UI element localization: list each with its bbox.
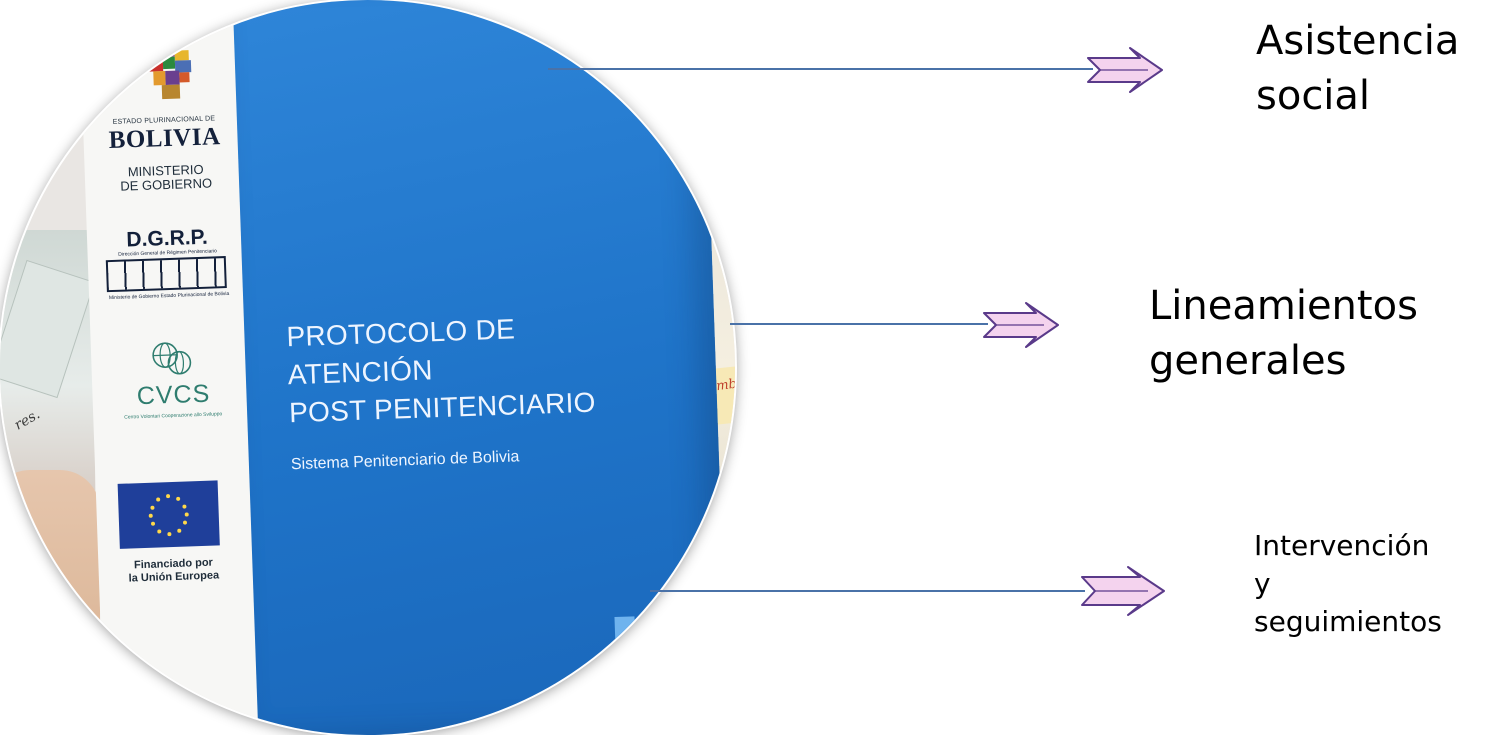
branch-label-line: y [1254, 567, 1271, 600]
chevron-arrow-icon-2 [983, 302, 1059, 348]
branch-label-line: Lineamientos [1149, 283, 1418, 329]
hand-holding-booklet [0, 470, 100, 730]
branch-label-line: seguimientos [1254, 605, 1442, 638]
cover-photo: res. Preamb ESTADO PLURINACIONAL DE BOLI… [0, 0, 735, 735]
globe-hands-icon [152, 342, 192, 375]
chevron-arrow-icon-3 [1081, 566, 1165, 616]
cover-spine: ESTADO PLURINACIONAL DE BOLIVIA MINISTER… [78, 0, 263, 735]
branch-label-asistencia-social: Asistencia social [1256, 14, 1459, 124]
connectors [548, 47, 1165, 616]
branch-label-line: social [1256, 73, 1371, 119]
branch-label-line: Asistencia [1256, 18, 1460, 64]
chevron-arrow-icon-1 [1087, 47, 1163, 93]
branch-label-line: generales [1149, 338, 1347, 384]
branch-label-lineamientos-generales: Lineamientos generales [1149, 279, 1418, 389]
branch-label-line: Intervención [1254, 529, 1430, 562]
branch-label-intervencion-seguimientos: Intervención y seguimientos [1254, 527, 1442, 641]
